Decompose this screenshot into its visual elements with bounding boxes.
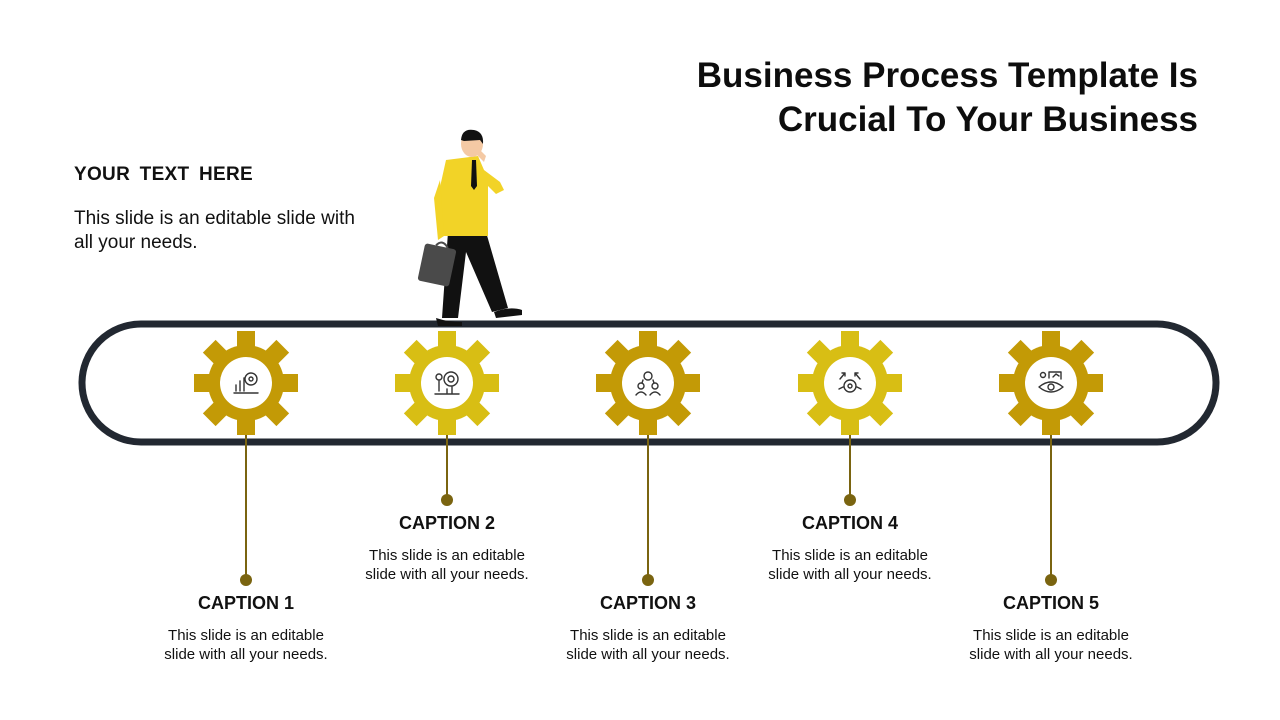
- caption-block-3: CAPTION 3 This slide is an editable slide…: [538, 592, 758, 664]
- gear-4: [798, 331, 902, 435]
- caption-text: This slide is an editable slide with all…: [969, 627, 1133, 663]
- caption-title: CAPTION 5: [1002, 593, 1099, 613]
- connector-dot-2: [441, 494, 453, 506]
- caption-text: This slide is an editable slide with all…: [164, 627, 328, 663]
- caption-title: CAPTION 4: [801, 513, 898, 533]
- growth-chart-gear-icon: [233, 372, 259, 394]
- caption-block-2: CAPTION 2 This slide is an editable slide…: [337, 512, 557, 584]
- slide-title-line-2: Crucial To Your Business: [777, 100, 1198, 139]
- businessman-illustration: [417, 129, 522, 326]
- caption-title: CAPTION 2: [398, 513, 495, 533]
- slide-title-line-1: Business Process Template Is: [696, 56, 1198, 95]
- gear-3: [596, 331, 700, 435]
- gear-2: [395, 331, 499, 435]
- connector-dot-3: [642, 574, 654, 586]
- intro-body: This slide is an editable slide with all…: [74, 208, 355, 253]
- slide-title: Business Process Template Is Crucial To …: [558, 54, 1198, 142]
- connector-dot-5: [1045, 574, 1057, 586]
- caption-block-5: CAPTION 5 This slide is an editable slide…: [941, 592, 1161, 664]
- caption-title: CAPTION 3: [599, 593, 696, 613]
- target-presenter-icon: [434, 371, 460, 395]
- caption-block-1: CAPTION 1 This slide is an editable slide…: [136, 592, 356, 664]
- vision-eye-chart-icon: [1038, 371, 1064, 393]
- gear-1: [194, 331, 298, 435]
- caption-block-4: CAPTION 4 This slide is an editable slide…: [740, 512, 960, 584]
- intro-heading: YOUR TEXT HERE: [74, 164, 253, 185]
- gear-5: [999, 331, 1103, 435]
- connector-dot-4: [844, 494, 856, 506]
- caption-text: This slide is an editable slide with all…: [768, 547, 932, 583]
- caption-text: This slide is an editable slide with all…: [365, 547, 529, 583]
- caption-title: CAPTION 1: [197, 593, 294, 613]
- caption-text: This slide is an editable slide with all…: [566, 627, 730, 663]
- strategy-arrows-gear-icon: [838, 372, 862, 393]
- team-network-icon: [635, 371, 661, 396]
- connector-dot-1: [240, 574, 252, 586]
